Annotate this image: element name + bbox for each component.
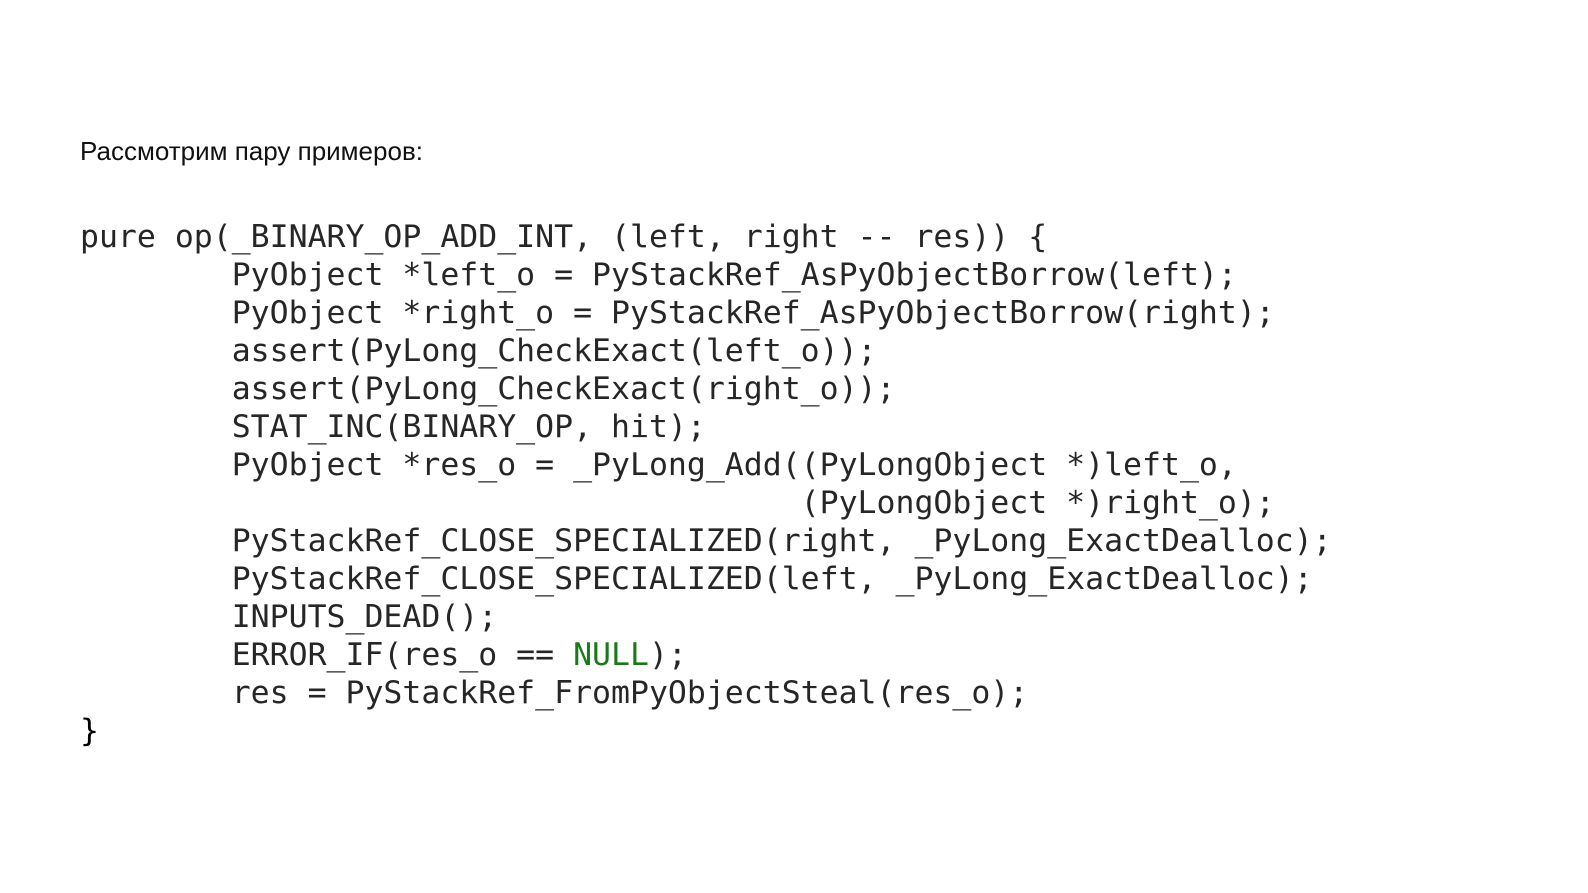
code-line-long-add-continued: (PyLongObject *)right_o); — [80, 485, 1275, 521]
code-line-assert-left: assert(PyLong_CheckExact(left_o)); — [80, 333, 877, 369]
intro-text: Рассмотрим пару примеров: — [80, 136, 423, 166]
code-line-close-left: PyStackRef_CLOSE_SPECIALIZED(left, _PyLo… — [80, 561, 1313, 597]
code-line-op-signature: pure op(_BINARY_OP_ADD_INT, (left, right… — [80, 219, 1048, 255]
error-if-suffix: ); — [648, 637, 687, 673]
code-line-assert-right: assert(PyLong_CheckExact(right_o)); — [80, 371, 896, 407]
null-keyword: NULL — [573, 637, 649, 673]
code-line-long-add: PyObject *res_o = _PyLong_Add((PyLongObj… — [80, 447, 1237, 483]
code-closing-brace: } — [80, 713, 99, 749]
code-line-res-steal: res = PyStackRef_FromPyObjectSteal(res_o… — [80, 675, 1029, 711]
code-line-right-borrow: PyObject *right_o = PyStackRef_AsPyObjec… — [80, 295, 1275, 331]
code-line-stat-inc: STAT_INC(BINARY_OP, hit); — [80, 409, 706, 445]
error-if-prefix: ERROR_IF(res_o == — [80, 637, 574, 673]
code-line-inputs-dead: INPUTS_DEAD(); — [80, 599, 498, 635]
code-line-left-borrow: PyObject *left_o = PyStackRef_AsPyObject… — [80, 257, 1237, 293]
code-line-close-right: PyStackRef_CLOSE_SPECIALIZED(right, _PyL… — [80, 523, 1332, 559]
code-line-error-if: ERROR_IF(res_o == NULL); — [80, 636, 1332, 674]
code-block: pure op(_BINARY_OP_ADD_INT, (left, right… — [80, 218, 1332, 750]
